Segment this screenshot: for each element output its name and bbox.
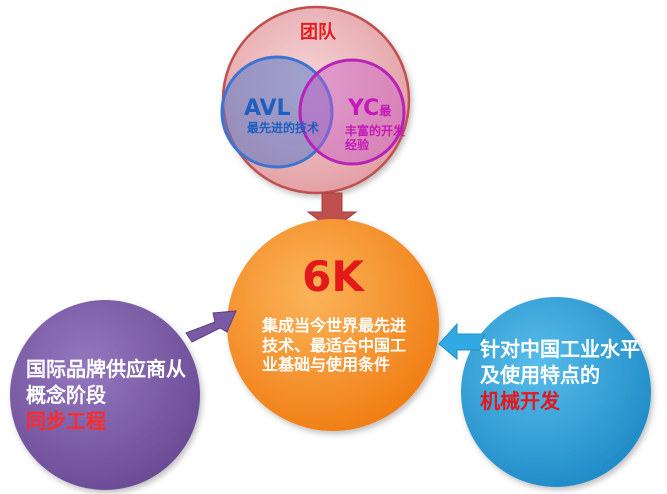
right-arrow (438, 322, 485, 361)
left-text-block: 国际品牌供应商从概念阶段 同步工程 (26, 356, 196, 434)
avl-circle (220, 55, 334, 169)
yc-name: YC (348, 96, 380, 121)
right-highlight: 机械开发 (480, 389, 560, 413)
yc-name-suffix: 最 (379, 104, 392, 118)
avl-description: 最先进的技术 (247, 121, 320, 135)
left-arrow (185, 310, 237, 343)
right-description: 针对中国工业水平及使用特点的 (480, 337, 640, 387)
left-circle (10, 300, 200, 490)
center-description: 集成当今世界最先进技术、最适合中国工业基础与使用条件 (262, 316, 407, 375)
team-title: 团队 (300, 22, 336, 43)
yc-description: 丰富的开发经验 (345, 124, 406, 153)
yc-circle (298, 58, 406, 166)
right-circle (461, 297, 651, 487)
left-highlight: 同步工程 (26, 409, 106, 433)
yc-name-wrap: YC最 (348, 96, 391, 122)
center-circle (227, 219, 439, 431)
avl-name: AVL (244, 96, 291, 121)
left-description: 国际品牌供应商从概念阶段 (26, 357, 186, 407)
center-title: 6K (302, 252, 364, 301)
right-text-block: 针对中国工业水平及使用特点的 机械开发 (480, 336, 640, 414)
